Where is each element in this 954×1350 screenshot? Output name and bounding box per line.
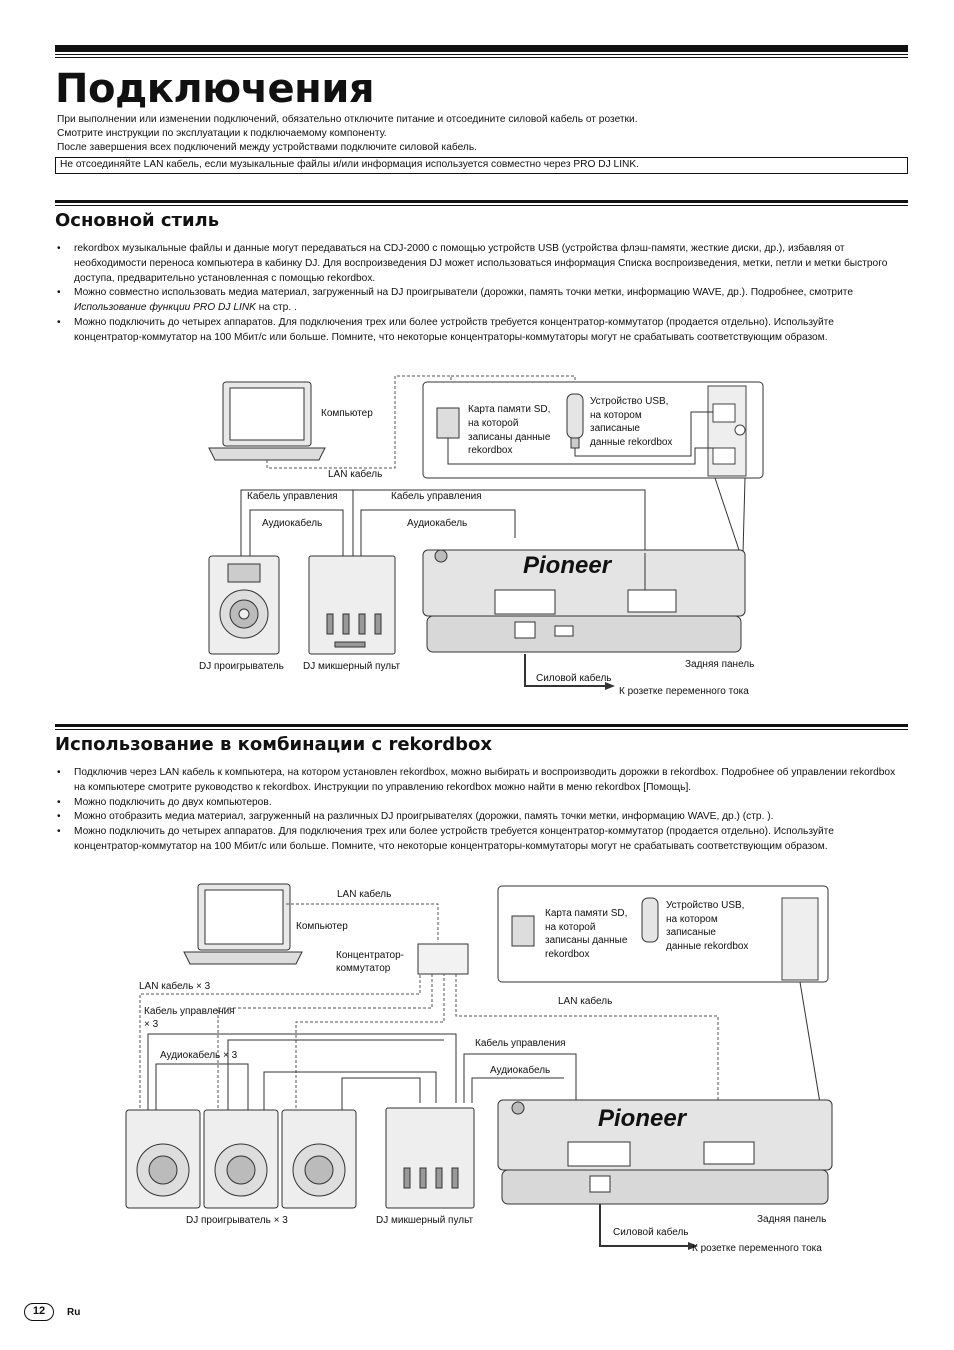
svg-text:Компьютер: Компьютер [296, 921, 348, 932]
svg-text:на которой: на которой [468, 418, 518, 429]
laptop-icon [208, 381, 326, 461]
svg-text:Аудиокабель: Аудиокабель [407, 517, 467, 529]
svg-text:DJ микшерный пульт: DJ микшерный пульт [376, 1215, 474, 1226]
svg-text:LAN кабель: LAN кабель [558, 995, 612, 1007]
section2-list: Подключив через LAN кабель к компьютера,… [57, 766, 902, 855]
dj-player-icon [208, 555, 280, 655]
svg-text:LAN кабель: LAN кабель [337, 888, 391, 900]
svg-text:rekordbox: rekordbox [545, 949, 589, 960]
svg-text:Карта памяти SD,: Карта памяти SD, [468, 404, 550, 415]
svg-text:Силовой кабель: Силовой кабель [536, 672, 612, 684]
list-item: rekordbox музыкальные файлы и данные мог… [57, 242, 902, 286]
svg-text:на которой: на которой [545, 922, 595, 933]
svg-text:Аудиокабель: Аудиокабель [490, 1064, 550, 1076]
usb-stick-icon [566, 393, 584, 439]
laptop-icon [183, 883, 303, 965]
svg-text:LAN кабель: LAN кабель [328, 468, 382, 480]
list-item: Можно подключить до четырех аппаратов. Д… [57, 825, 902, 855]
svg-text:rekordbox: rekordbox [468, 445, 512, 456]
cdj-rear-panel-icon [422, 549, 746, 653]
section-rule [55, 724, 908, 730]
section-title-rekordbox: Использование в комбинации с rekordbox [55, 734, 493, 755]
svg-text:Кабель управления: Кабель управления [475, 1037, 566, 1049]
note-box: Не отсоединяйте LAN кабель, если музыкал… [55, 157, 908, 174]
svg-text:DJ проигрыватель: DJ проигрыватель [199, 661, 284, 672]
section1-list: rekordbox музыкальные файлы и данные мог… [57, 242, 902, 346]
list-item: Подключив через LAN кабель к компьютера,… [57, 766, 902, 796]
svg-text:DJ микшерный пульт: DJ микшерный пульт [303, 661, 401, 672]
cdj-rear-panel-icon [497, 1099, 833, 1205]
dj-mixer-icon [385, 1107, 475, 1209]
computer-label: Компьютер [321, 408, 373, 419]
page-number: 12 [24, 1303, 54, 1321]
hub-icon [417, 943, 469, 975]
svg-text:на котором: на котором [590, 410, 642, 421]
svg-text:Силовой кабель: Силовой кабель [613, 1226, 689, 1238]
svg-text:Задняя панель: Задняя панель [757, 1214, 826, 1225]
svg-text:× 3: × 3 [144, 1019, 159, 1030]
pioneer-logo: Pioneer [523, 552, 613, 579]
svg-text:на котором: на котором [666, 914, 718, 925]
svg-text:Кабель управления: Кабель управления [144, 1005, 235, 1017]
svg-text:Кабель управления: Кабель управления [247, 490, 338, 502]
section-title-basic: Основной стиль [55, 210, 220, 231]
svg-text:Устройство USB,: Устройство USB, [590, 396, 668, 407]
list-item: Можно подключить до двух компьютеров. [57, 796, 902, 811]
svg-text:Концентратор-: Концентратор- [336, 950, 404, 961]
svg-text:Задняя панель: Задняя панель [685, 659, 754, 670]
svg-text:DJ проигрыватель × 3: DJ проигрыватель × 3 [186, 1215, 288, 1226]
svg-text:К розетке переменного тока: К розетке переменного тока [619, 686, 749, 697]
list-item: Можно подключить до четырех аппаратов. Д… [57, 316, 902, 346]
connection-diagram-basic: Компьютер Карта памяти SD, на которой за… [199, 375, 764, 697]
language-code: Ru [67, 1307, 81, 1318]
sd-card-icon [511, 915, 535, 947]
svg-text:Кабель управления: Кабель управления [391, 490, 482, 502]
svg-text:К розетке переменного тока: К розетке переменного тока [692, 1243, 822, 1254]
svg-text:записаны данные: записаны данные [545, 935, 628, 946]
pioneer-logo: Pioneer [598, 1105, 688, 1132]
list-item: Можно совместно использовать медиа матер… [57, 286, 902, 316]
dj-player-icon [125, 1109, 357, 1209]
svg-text:LAN кабель × 3: LAN кабель × 3 [139, 980, 211, 992]
svg-text:записаные: записаные [590, 423, 640, 434]
svg-text:Устройство USB,: Устройство USB, [666, 900, 744, 911]
sd-card-icon [436, 407, 460, 439]
section-rule [55, 200, 908, 206]
top-rule [55, 45, 908, 58]
svg-text:коммутатор: коммутатор [336, 963, 391, 974]
svg-text:данные rekordbox: данные rekordbox [590, 437, 672, 448]
svg-text:данные rekordbox: данные rekordbox [666, 941, 748, 952]
svg-text:записаные: записаные [666, 927, 716, 938]
svg-text:записаны данные: записаны данные [468, 432, 551, 443]
intro-text: При выполнении или изменении подключений… [57, 114, 638, 153]
svg-text:Карта памяти SD,: Карта памяти SD, [545, 908, 627, 919]
svg-text:Аудиокабель: Аудиокабель [262, 517, 322, 529]
connection-diagram-rekordbox: LAN кабель Компьютер Концентратор- комму… [125, 883, 833, 1254]
page-title: Подключения [55, 66, 375, 112]
dj-mixer-icon [308, 555, 396, 655]
svg-text:Аудиокабель × 3: Аудиокабель × 3 [160, 1049, 238, 1061]
list-item: Можно отобразить медиа материал, загруже… [57, 810, 902, 825]
usb-stick-icon [641, 897, 659, 943]
